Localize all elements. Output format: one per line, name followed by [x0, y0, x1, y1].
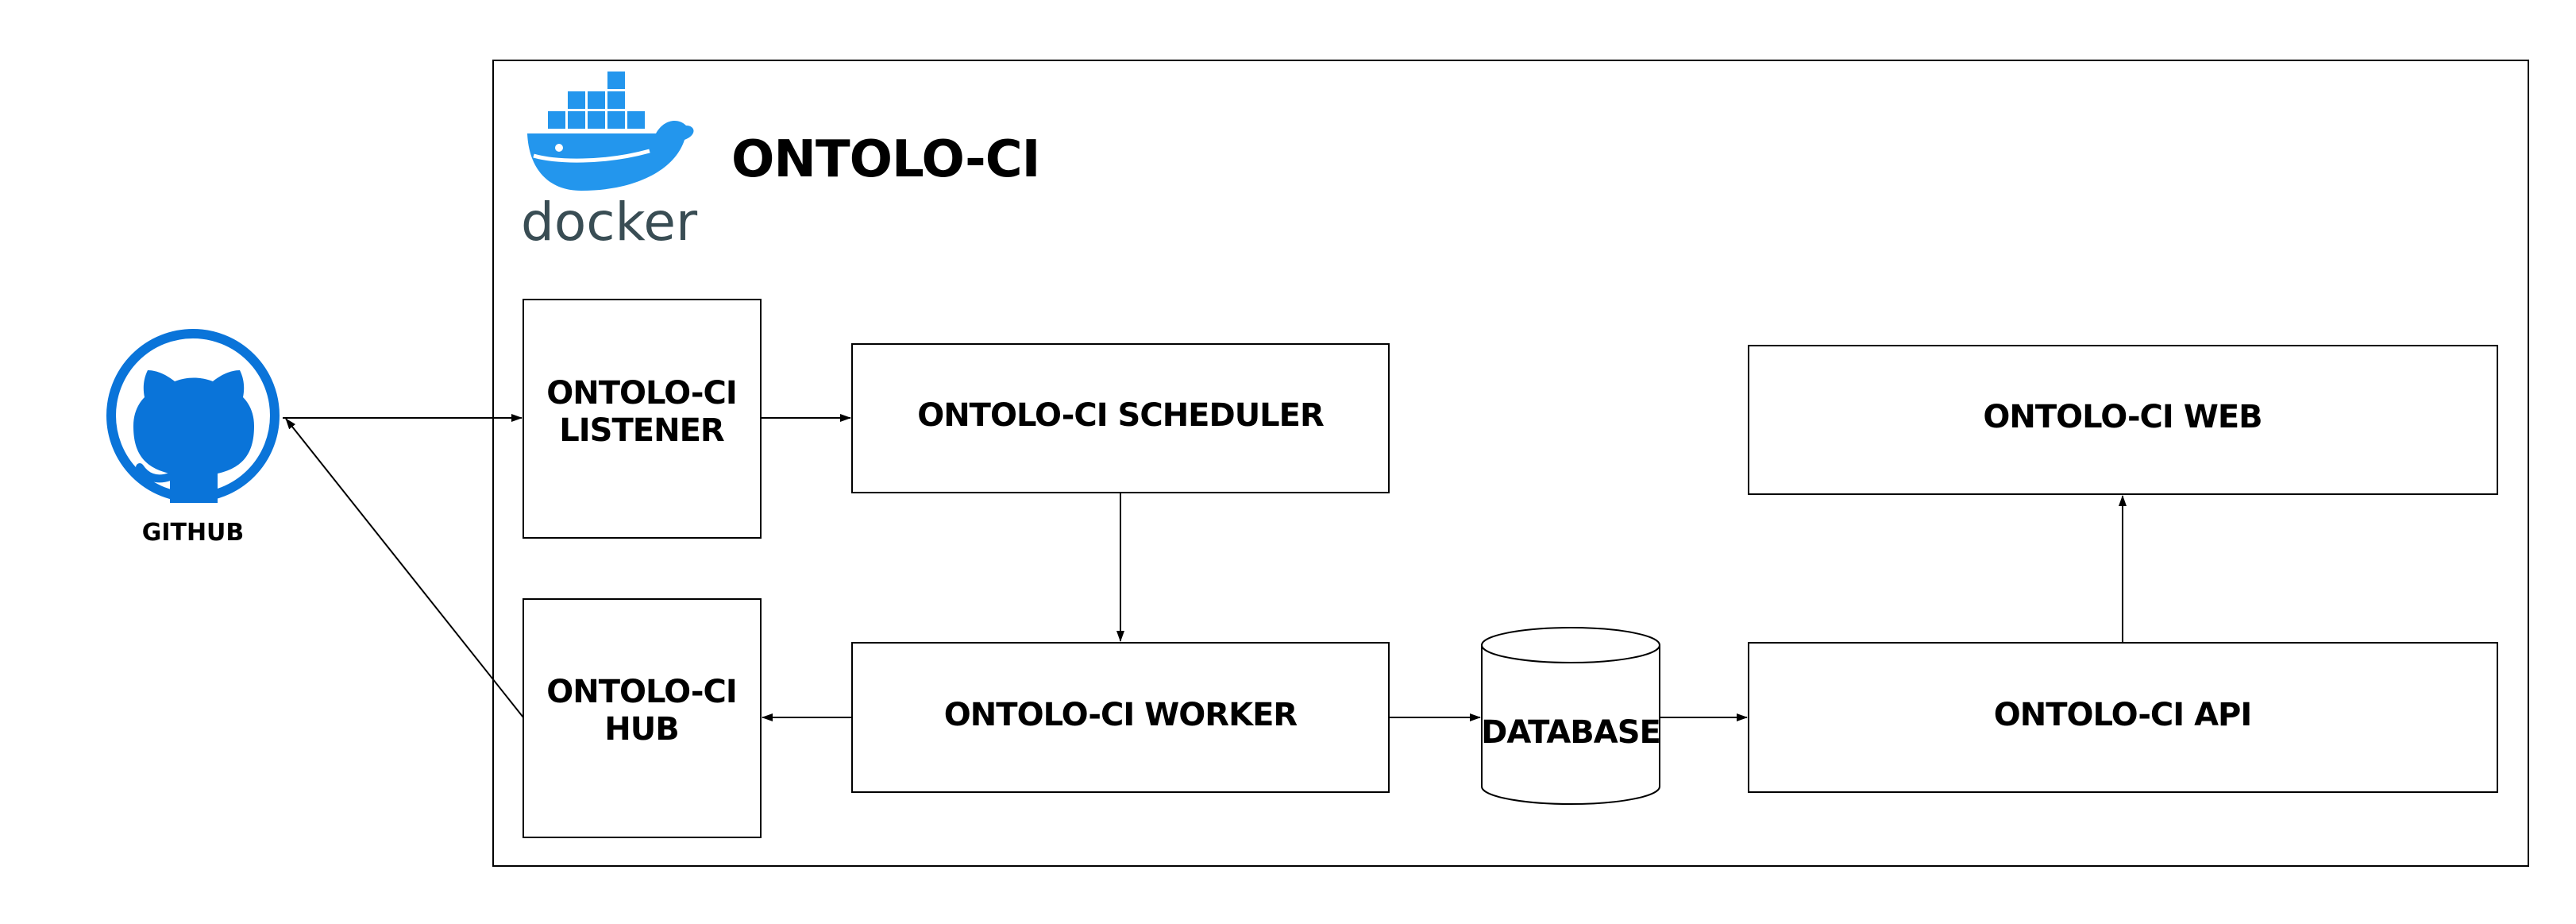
listener-label-line1: ONTOLO-CI	[546, 375, 736, 412]
database-cylinder	[1481, 627, 1660, 805]
diagram-title: ONTOLO-CI	[731, 130, 1039, 189]
listener-box	[523, 299, 762, 539]
web-label: ONTOLO-CI WEB	[1983, 399, 2262, 435]
api-label: ONTOLO-CI API	[1994, 697, 2252, 733]
scheduler-box	[851, 343, 1390, 493]
github-icon	[106, 329, 280, 503]
docker-logo-text: docker	[521, 191, 698, 253]
listener-label-line2: LISTENER	[559, 412, 724, 449]
worker-box	[851, 642, 1390, 793]
database-label: DATABASE	[1481, 714, 1660, 751]
scheduler-label: ONTOLO-CI SCHEDULER	[917, 397, 1324, 434]
hub-label-line2: HUB	[604, 711, 678, 748]
arrow-hub-to-github	[285, 418, 524, 718]
hub-box	[523, 598, 762, 838]
worker-label: ONTOLO-CI WORKER	[944, 697, 1298, 733]
web-box	[1748, 345, 2498, 495]
github-label: GITHUB	[142, 519, 245, 547]
hub-label-line1: ONTOLO-CI	[546, 674, 736, 710]
api-box	[1748, 642, 2498, 793]
docker-logo-icon: docker	[521, 72, 698, 253]
